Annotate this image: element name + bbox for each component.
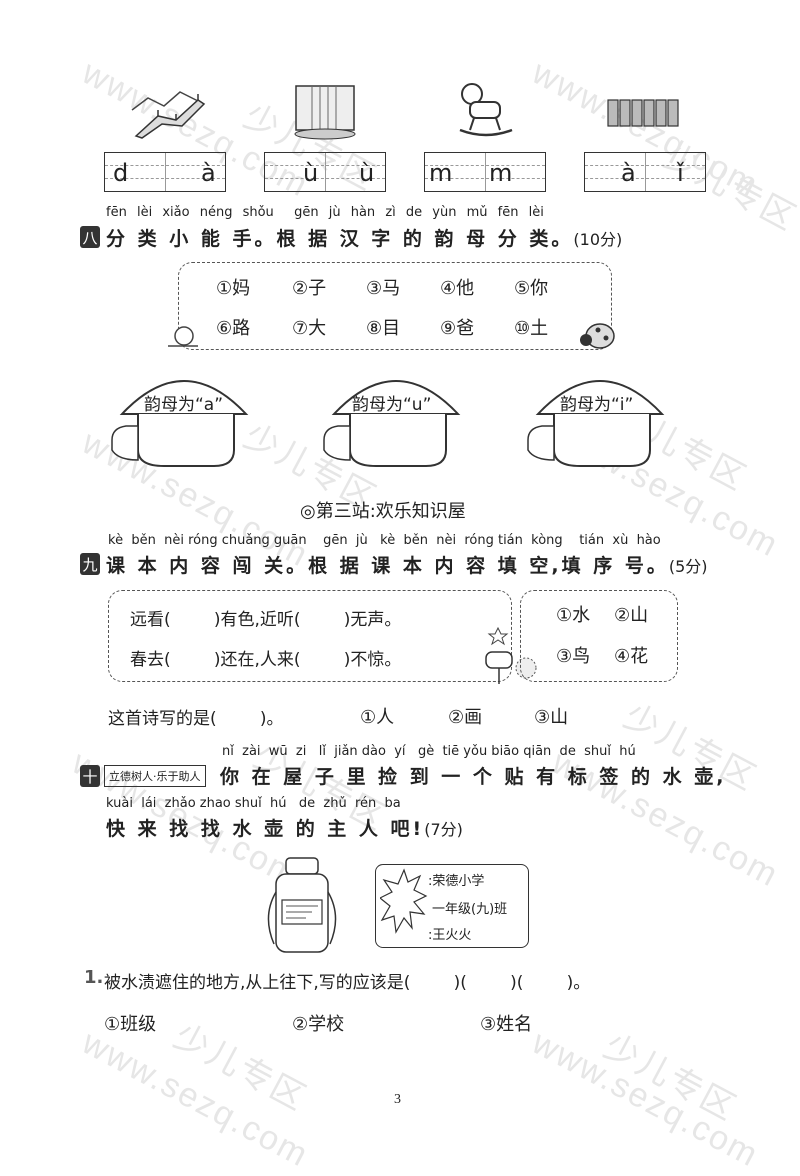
- pinyin-char: ǐ: [677, 159, 684, 187]
- pinyin-char: m: [429, 159, 453, 187]
- question-number: 十: [80, 765, 100, 787]
- pinyin-line: kuài lái zhǎo zhao shuǐ hú de zhǔ rén ba: [106, 796, 401, 811]
- label-card: [375, 864, 529, 948]
- pinyin-char: ù: [359, 159, 375, 187]
- options-box: [520, 590, 678, 682]
- poem-line: 春去( )还在,人来( )不惊。: [130, 650, 402, 670]
- pinyin-char: à: [621, 159, 636, 187]
- pinyin-grid: à ǐ: [584, 152, 706, 192]
- character-box: [178, 262, 612, 350]
- answer-option: ①人: [360, 707, 395, 728]
- question-title: 课 本 内 容 闯 关。根 据 课 本 内 容 填 空,填 序 号。(5分): [106, 555, 708, 577]
- answer-option: ②学校: [292, 1014, 345, 1035]
- char-item: ⑦大: [292, 318, 327, 339]
- pinyin-char: ù: [303, 159, 319, 187]
- question-number: 八: [80, 226, 100, 248]
- great-wall-icon: [131, 91, 206, 139]
- char-item: ④他: [440, 278, 475, 299]
- waterfall-icon: [294, 85, 356, 140]
- char-item: ③马: [366, 278, 401, 299]
- poem-line: 远看( )有色,近听( )无声。: [130, 610, 402, 630]
- answer-option: ①班级: [104, 1014, 157, 1035]
- pinyin-grid: m m: [424, 152, 546, 192]
- option-item: ④花: [614, 646, 649, 667]
- poem-box: [108, 590, 512, 682]
- char-item: ⑩土: [514, 318, 549, 339]
- pinyin-line: kè běn nèi róng chuǎng guān gēn jù kè bě…: [108, 533, 661, 548]
- pinyin-char: m: [489, 159, 513, 187]
- pinyin-line: fēn lèi xiǎo néng shǒu gēn jù hàn zì de …: [106, 205, 544, 220]
- char-item: ⑥路: [216, 318, 251, 339]
- question-number: 九: [80, 553, 100, 575]
- answer-option: ②画: [448, 707, 483, 728]
- pinyin-char: d: [113, 159, 129, 187]
- char-item: ⑨爸: [440, 318, 475, 339]
- station-heading: ◎第三站:欢乐知识屋: [300, 501, 466, 522]
- pinyin-char: à: [201, 159, 216, 187]
- poem-question: 这首诗写的是( )。: [108, 709, 284, 729]
- mushroom-label: 韵母为“u”: [352, 395, 432, 415]
- mushroom-container: [323, 380, 461, 467]
- mushroom-container: [111, 380, 249, 467]
- char-item: ⑧目: [366, 318, 401, 339]
- question-title: 分 类 小 能 手。根 据 汉 字 的 韵 母 分 类。(10分): [106, 228, 623, 250]
- question-line: 你 在 屋 子 里 捡 到 一 个 贴 有 标 签 的 水 壶,: [220, 766, 727, 788]
- label-line: 一年级(九)班: [432, 902, 508, 917]
- pinyin-grid: d à: [104, 152, 226, 192]
- pinyin-grid: ù ù: [264, 152, 386, 192]
- option-item: ②山: [614, 605, 649, 626]
- pinyin-line: nǐ zài wū zi lǐ jiǎn dào yí gè tiē yǒu b…: [222, 744, 636, 759]
- option-item: ①水: [556, 605, 591, 626]
- sub-question: 被水渍遮住的地方,从上往下,写的应该是( )( )( )。: [104, 973, 591, 993]
- answer-option: ③山: [534, 707, 569, 728]
- sub-question-number: 1.: [84, 967, 104, 988]
- mushroom-label: 韵母为“i”: [560, 395, 634, 415]
- ladybug-icon: [580, 323, 615, 349]
- char-item: ①妈: [216, 278, 251, 299]
- snail-icon: [168, 326, 198, 347]
- question-line: 快 来 找 找 水 壶 的 主 人 吧!(7分): [106, 818, 463, 840]
- rocking-horse-icon: [459, 83, 513, 137]
- water-bottle-icon: [267, 857, 337, 953]
- water-stain: [380, 868, 428, 934]
- topic-tag: 立德树人·乐于助人: [104, 765, 206, 787]
- option-item: ③鸟: [556, 646, 591, 667]
- char-item: ⑤你: [514, 278, 549, 299]
- page-number: 3: [394, 1092, 401, 1107]
- char-item: ②子: [292, 278, 327, 299]
- label-line: :荣德小学: [428, 874, 485, 889]
- mushroom-label: 韵母为“a”: [144, 395, 224, 415]
- crayons-icon: [607, 99, 679, 127]
- mushroom-container: [527, 380, 665, 467]
- answer-option: ③姓名: [480, 1014, 533, 1035]
- label-line: :王火火: [428, 928, 472, 943]
